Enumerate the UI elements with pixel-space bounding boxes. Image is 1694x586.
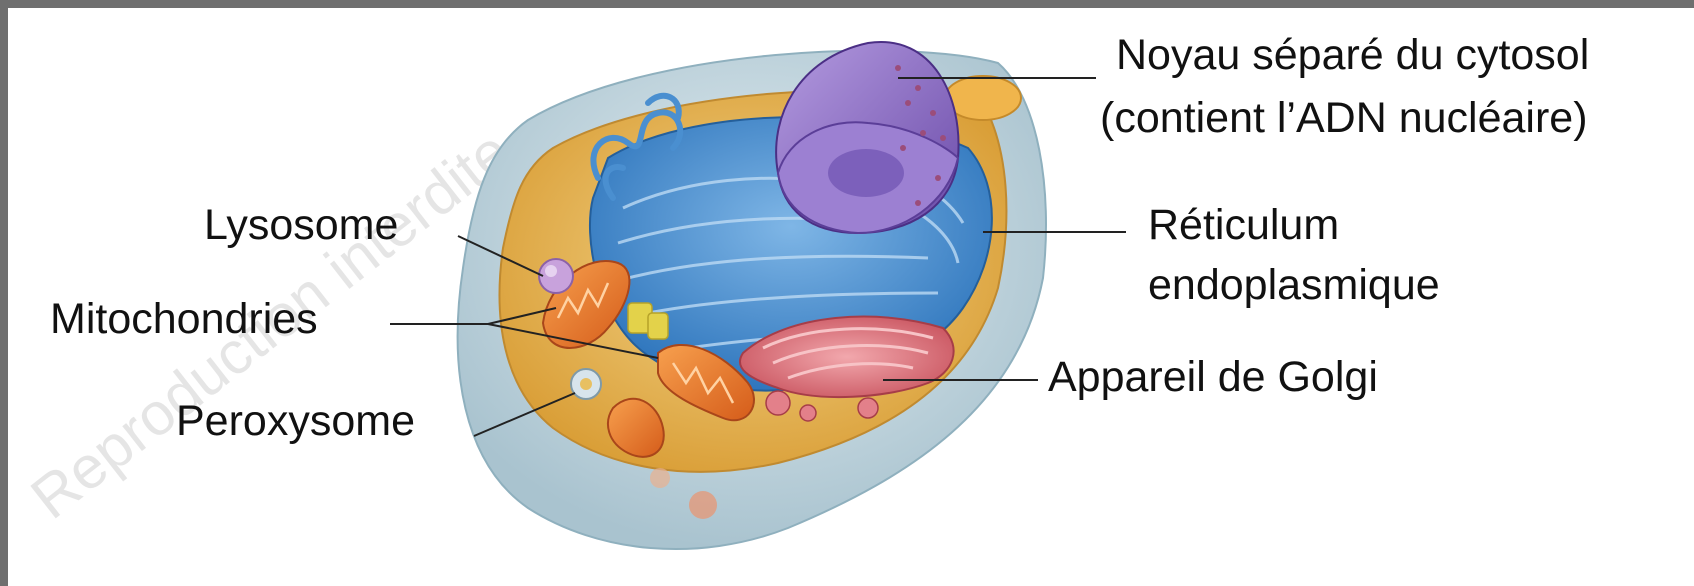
label-lysosome: Lysosome <box>204 200 398 252</box>
label-peroxisome: Peroxysome <box>176 396 415 448</box>
vesicle-bottom <box>689 491 717 519</box>
label-er-line2: endoplasmique <box>1148 260 1440 312</box>
vesicle-top-right <box>945 76 1021 120</box>
label-nucleus-line2: (contient l’ADN nucléaire) <box>1100 93 1588 145</box>
label-nucleus-line1: Noyau séparé du cytosol <box>1116 30 1589 82</box>
nucleolus <box>828 149 904 197</box>
label-golgi: Appareil de Golgi <box>1048 352 1378 404</box>
peroxisome-core <box>580 378 592 390</box>
vesicle-bottom-2 <box>650 468 670 488</box>
label-er-line1: Réticulum <box>1148 200 1339 252</box>
lysosome-highlight <box>545 265 557 277</box>
label-mitochondria: Mitochondries <box>50 294 318 346</box>
lysosome <box>539 259 573 293</box>
diagram-frame: Reproduction interdite <box>8 8 1694 586</box>
